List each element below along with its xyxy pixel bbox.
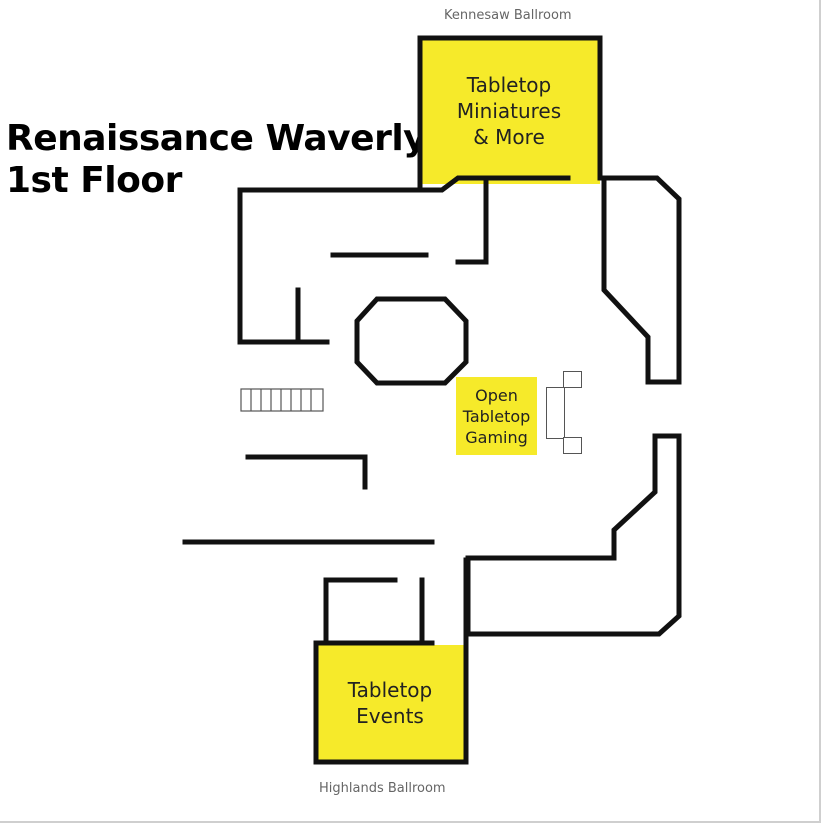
room-open-gaming-line-1: Open: [475, 385, 518, 405]
room-open-gaming-line-3: Gaming: [465, 427, 528, 447]
wall-miniatures-room: [417, 35, 603, 190]
room-events-line-1: Tabletop: [347, 678, 433, 702]
wall-right-top: [601, 175, 682, 385]
table-box-bottom: [563, 437, 582, 454]
wall-octagon: [354, 296, 469, 386]
page-title: Renaissance Waverly 1st Floor: [6, 118, 427, 202]
room-open-tabletop-gaming[interactable]: Open Tabletop Gaming: [456, 377, 537, 455]
room-miniatures-line-2: Miniatures: [456, 99, 562, 123]
room-tabletop-miniatures[interactable]: Tabletop Miniatures & More: [418, 38, 600, 184]
room-tabletop-events[interactable]: Tabletop Events: [314, 645, 466, 761]
wall-top-corridor: [237, 175, 571, 343]
room-miniatures-line-3: & More: [473, 125, 545, 149]
room-open-gaming-line-2: Tabletop: [462, 406, 531, 426]
kennesaw-ballroom-label: Kennesaw Ballroom: [444, 8, 572, 23]
table-box-top: [563, 371, 582, 388]
room-events-line-2: Events: [356, 704, 424, 728]
highlands-ballroom-label: Highlands Ballroom: [319, 781, 446, 796]
wall-right-inner: [465, 433, 658, 561]
wall-bottom-inner: [323, 577, 398, 643]
wall-left-mid: [245, 454, 368, 490]
wall-events-room: [313, 557, 469, 765]
title-line-2: 1st Floor: [6, 160, 182, 201]
title-line-1: Renaissance Waverly: [6, 118, 427, 159]
room-miniatures-line-1: Tabletop: [466, 73, 552, 97]
table-box-middle: [546, 387, 565, 439]
